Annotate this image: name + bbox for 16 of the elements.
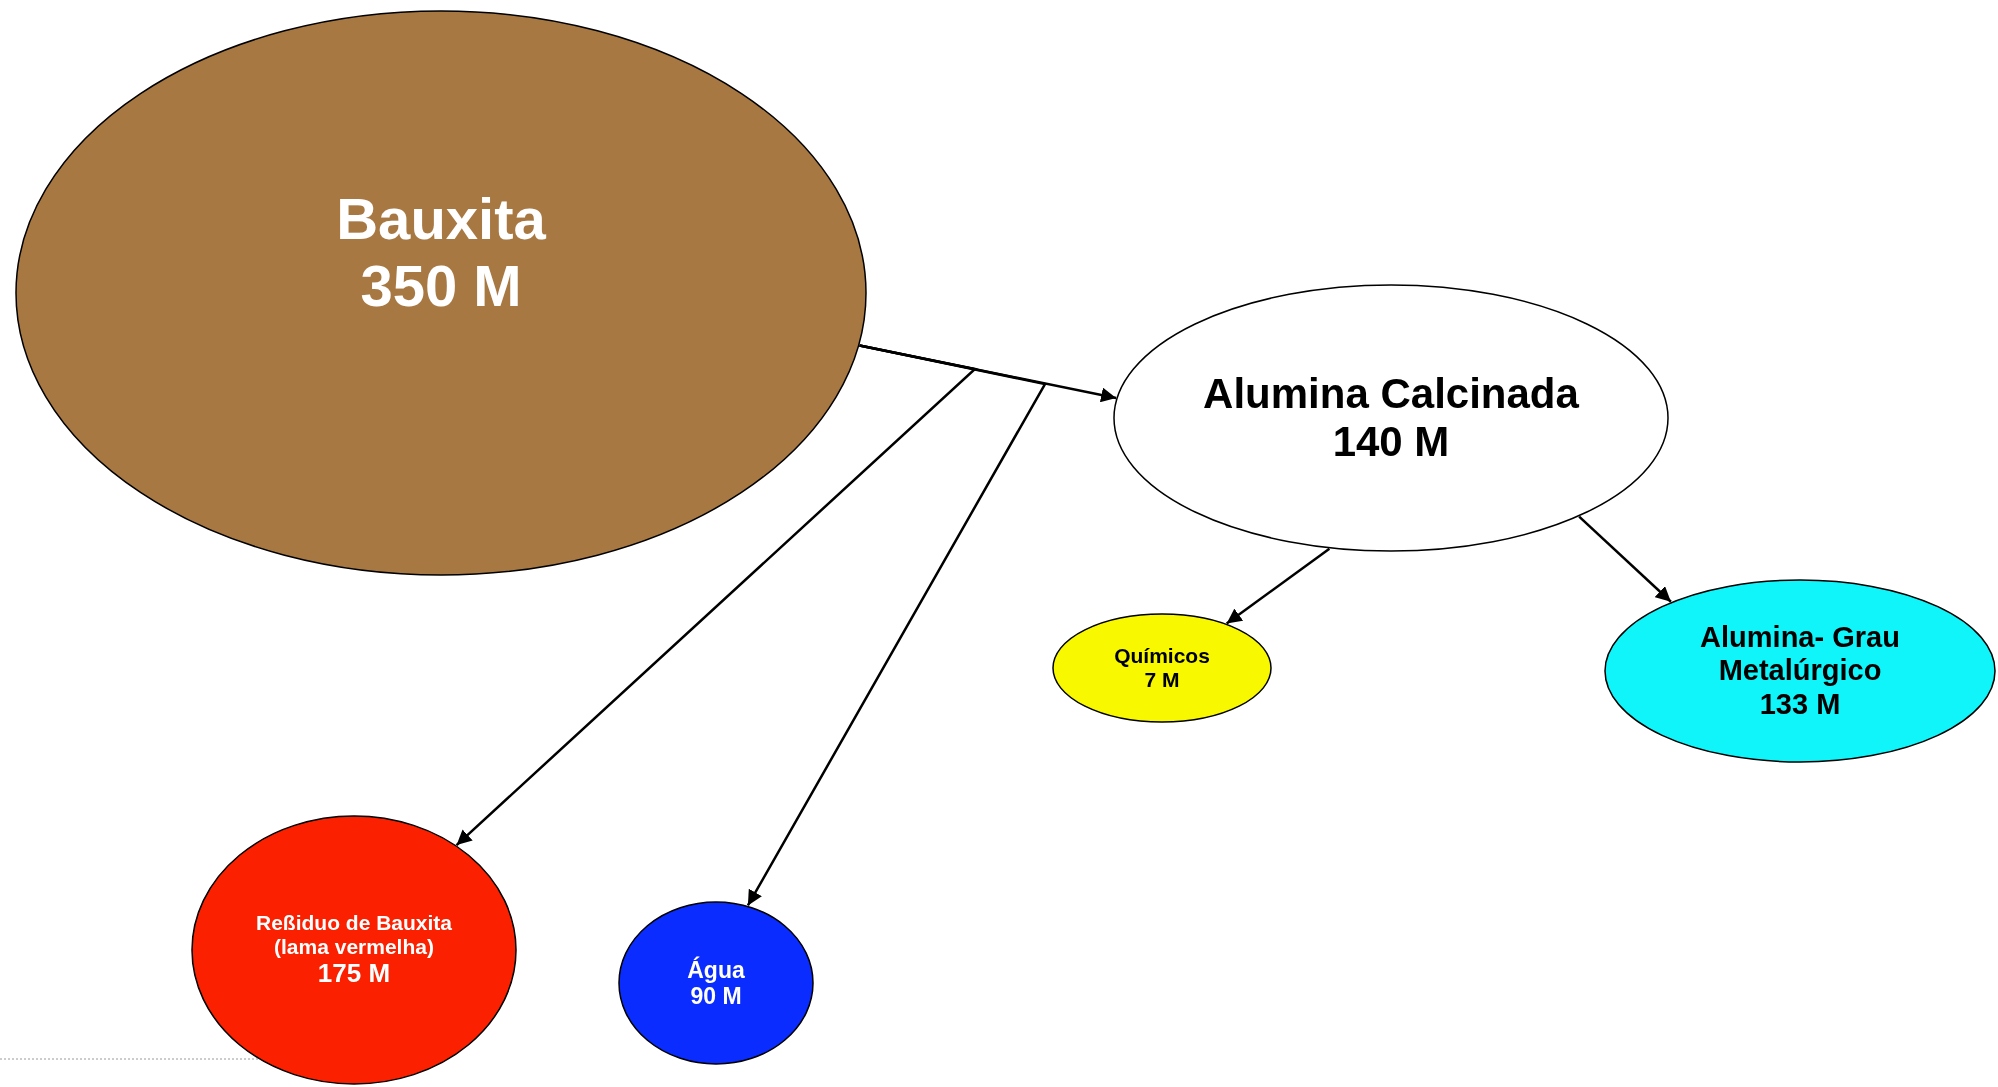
quantity-label: 133 M — [1759, 687, 1841, 721]
arrow — [455, 344, 978, 846]
node-label: Alumina- Grau Metalúrgico — [1699, 621, 1901, 688]
quantity-label: 175 M — [317, 959, 391, 990]
node-label: Alumina Calcinada — [1203, 369, 1579, 418]
quantity-label: 7 M — [1144, 668, 1180, 693]
quantity-label: 90 M — [690, 983, 742, 1010]
node-label: Reßiduo de Bauxita (lama vermelha) — [255, 910, 453, 960]
arrow — [1225, 547, 1331, 625]
quantity-label: 140 M — [1332, 418, 1450, 467]
arrow — [746, 344, 1047, 907]
quantity-label: 350 M — [360, 253, 522, 320]
node-label: Bauxita — [336, 186, 546, 253]
node-label: Água — [687, 956, 745, 983]
arrow — [1578, 515, 1672, 603]
node-label: Químicos — [1114, 643, 1210, 668]
